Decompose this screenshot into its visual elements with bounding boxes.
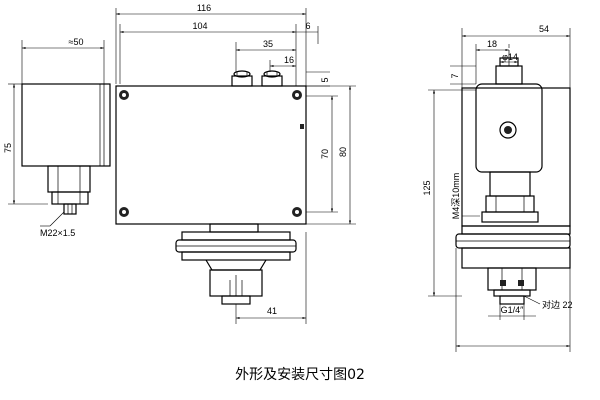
- figure-caption: 外形及安装尺寸图02: [235, 367, 365, 383]
- dim-54: 54: [539, 24, 549, 34]
- front-dimensions: 116 104 6 35 16 5 ≈50 75 70: [3, 3, 356, 324]
- dim-104: 104: [192, 21, 207, 31]
- dim-35: 35: [263, 39, 273, 49]
- side-housing: [461, 87, 571, 227]
- dim-16: 16: [284, 55, 294, 65]
- thread-g14-label: G1/4″: [501, 305, 525, 315]
- front-view: [21, 70, 307, 305]
- dim-116: 116: [197, 3, 211, 13]
- thread-m22-label: M22×1.5: [40, 228, 75, 238]
- dim-18: 18: [487, 39, 497, 49]
- dim-7: 7: [450, 73, 460, 78]
- side-view: [455, 50, 571, 305]
- junction-box: [21, 83, 111, 167]
- dim-phi14: φ14: [502, 52, 518, 62]
- dim-80: 80: [338, 147, 348, 157]
- side-dimensions: 54 18 φ14 7 125 M4深10mm 对边 22 G1/4″: [422, 24, 573, 352]
- dim-5: 5: [320, 77, 330, 82]
- dim-70: 70: [320, 149, 330, 159]
- top-connectors: [231, 70, 283, 87]
- dim-41: 41: [267, 306, 277, 316]
- dim-6: 6: [305, 21, 310, 31]
- across-flats-label: 对边 22: [542, 299, 573, 310]
- dim-approx-50: ≈50: [69, 37, 84, 47]
- cable-gland: [47, 165, 91, 215]
- pressure-port: [175, 223, 297, 305]
- adjust-hole-icon: [499, 121, 517, 139]
- main-housing: [115, 85, 307, 225]
- screw-m4-label: M4深10mm: [451, 173, 461, 220]
- dim-125: 125: [422, 180, 432, 195]
- dim-75: 75: [3, 143, 13, 153]
